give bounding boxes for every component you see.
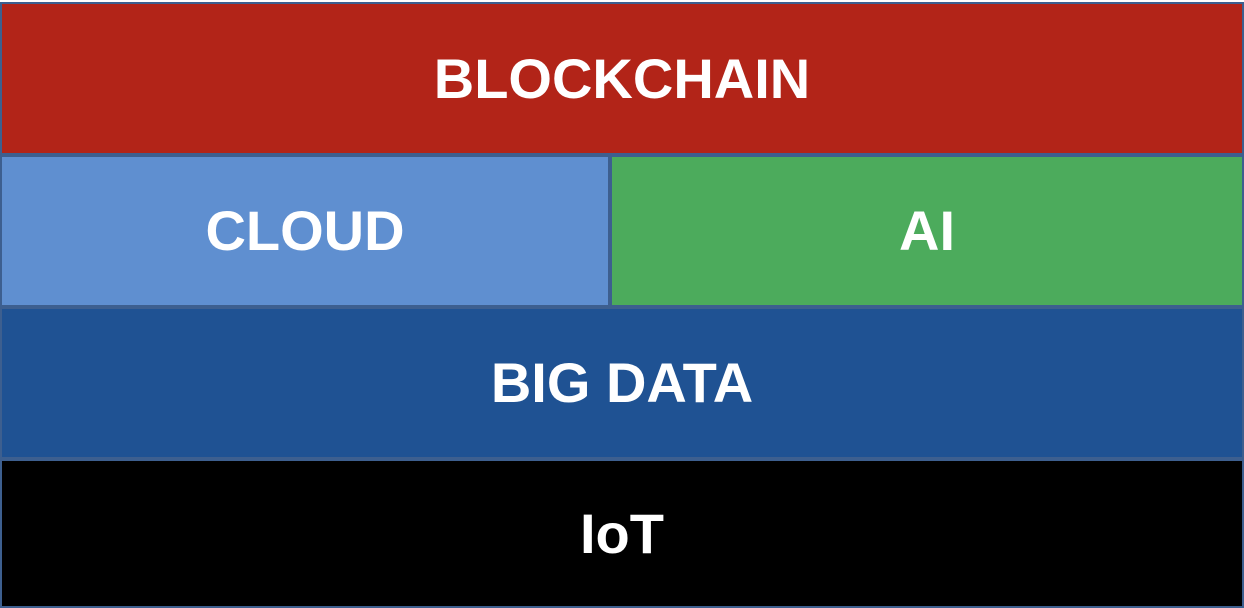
- blockchain-label: BLOCKCHAIN: [433, 46, 811, 110]
- blockchain-layer: BLOCKCHAIN: [0, 2, 1244, 155]
- iot-layer: IoT: [0, 459, 1244, 608]
- ai-label: AI: [899, 199, 955, 262]
- iot-label: IoT: [580, 501, 664, 565]
- cloud-label: CLOUD: [205, 199, 405, 262]
- cloud-layer: CLOUD: [0, 155, 610, 307]
- ai-layer: AI: [610, 155, 1244, 307]
- big-data-label: BIG DATA: [490, 351, 754, 414]
- big-data-layer: BIG DATA: [0, 307, 1244, 459]
